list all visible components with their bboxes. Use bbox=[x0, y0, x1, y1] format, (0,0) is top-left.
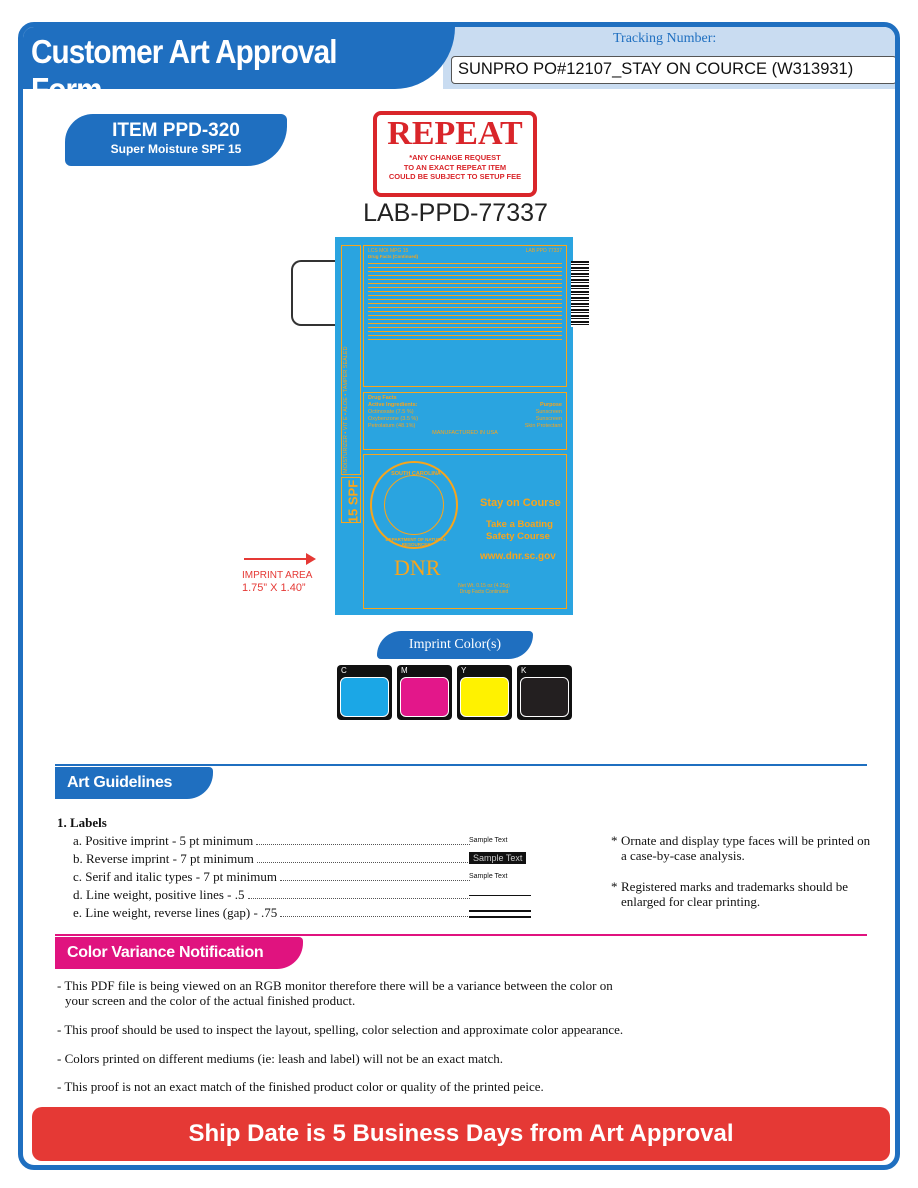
repeat-stamp: REPEAT *ANY CHANGE REQUEST TO AN EXACT R… bbox=[373, 111, 537, 197]
lab-code: LAB-PPD-77337 bbox=[363, 199, 548, 227]
imprint-colors-title: Imprint Color(s) bbox=[377, 631, 533, 659]
sample-line-positive bbox=[469, 895, 531, 896]
stay-on-course-text: Stay on Course bbox=[480, 497, 561, 509]
spf-badge: 15 SPF bbox=[341, 477, 361, 523]
form-title: Customer Art Approval Form bbox=[31, 33, 338, 108]
variance-item: your screen and the color of the actual … bbox=[65, 993, 356, 1008]
repeat-line-3: COULD BE SUBJECT TO SETUP FEE bbox=[388, 172, 522, 181]
active-ingredients-label: Active Ingredients: bbox=[368, 402, 418, 408]
approval-form: Customer Art Approval Form Tracking Numb… bbox=[18, 22, 900, 1170]
repeat-line-1: *ANY CHANGE REQUEST bbox=[409, 153, 501, 162]
imprint-area-label: IMPRINT AREA 1.75” X 1.40” bbox=[242, 569, 312, 595]
item-name: Super Moisture SPF 15 bbox=[110, 142, 242, 156]
guideline-row: e. Line weight, reverse lines (gap) - .7… bbox=[73, 903, 473, 921]
label-artwork: MOISTURIZER • VIT E • ALOE • TAMPER SEAL… bbox=[335, 237, 573, 615]
made-in-text: MANUFACTURED IN USA bbox=[432, 430, 498, 436]
swatch-letter: C bbox=[341, 666, 347, 675]
drug-facts-title: Drug Facts bbox=[368, 395, 397, 401]
swatch-fill bbox=[340, 677, 389, 717]
dnr-seal-logo: SOUTH CAROLINA DEPARTMENT OF NATURAL RES… bbox=[370, 461, 458, 549]
tracking-number-field: SUNPRO PO#12107_STAY ON COURCE (W313931) bbox=[451, 56, 895, 84]
barcode bbox=[571, 261, 589, 327]
guidelines-rule bbox=[55, 764, 867, 766]
variance-item: - This PDF file is being viewed on an RG… bbox=[57, 978, 613, 993]
seal-bottom-text: DEPARTMENT OF NATURAL RESOURCES bbox=[385, 537, 447, 547]
imprint-area-arrow-icon bbox=[244, 553, 316, 565]
swatch-letter: Y bbox=[461, 666, 467, 675]
side-strip bbox=[341, 245, 361, 475]
drug-facts-continued-title: Drug Facts (Continued) bbox=[368, 254, 418, 259]
purpose-label: Purpose bbox=[539, 402, 562, 408]
hang-tab-outline bbox=[291, 260, 341, 326]
swatch-fill bbox=[520, 677, 569, 717]
guideline-row: d. Line weight, positive lines - .5 bbox=[73, 885, 473, 903]
swatch-magenta: M bbox=[397, 665, 452, 720]
spf-text: 15 SPF bbox=[345, 479, 361, 524]
item-code: ITEM PPD-320 bbox=[112, 120, 240, 141]
imprint-area-title: IMPRINT AREA bbox=[242, 570, 313, 581]
labels-heading: 1. Labels bbox=[57, 815, 107, 830]
repeat-title: REPEAT bbox=[387, 115, 523, 152]
art-top-right: LAB PPD 77337 bbox=[525, 248, 562, 254]
seal-top-text: SOUTH CAROLINA bbox=[391, 471, 441, 477]
art-guidelines-title: Art Guidelines bbox=[55, 767, 213, 799]
guideline-row: c. Serif and italic types - 7 pt minimum bbox=[73, 867, 473, 885]
ingredient-purpose: Skin Protectant bbox=[524, 423, 562, 429]
swatch-fill bbox=[400, 677, 449, 717]
drug-facts-continued-panel: LCS MOI MPG 15 LAB PPD 77337 Drug Facts … bbox=[363, 245, 567, 387]
sample-serif: Sample Text bbox=[469, 873, 508, 880]
art-top-left: LCS MOI MPG 15 bbox=[368, 248, 409, 254]
ship-date-banner: Ship Date is 5 Business Days from Art Ap… bbox=[32, 1107, 890, 1161]
item-badge: ITEM PPD-320 Super Moisture SPF 15 bbox=[65, 114, 287, 166]
guideline-row: b. Reverse imprint - 7 pt minimum bbox=[73, 849, 473, 867]
tracking-label: Tracking Number: bbox=[613, 31, 717, 46]
dnr-text: DNR bbox=[394, 555, 441, 580]
variance-item: - This proof should be used to inspect t… bbox=[57, 1022, 624, 1037]
variance-item: - Colors printed on different mediums (i… bbox=[57, 1051, 503, 1066]
ingredient-name: Octinoxate (7.5 %) bbox=[368, 409, 414, 415]
imprint-area-dims: 1.75” X 1.40” bbox=[242, 582, 306, 594]
swatch-fill bbox=[460, 677, 509, 717]
side-strip-text: MOISTURIZER • VIT E • ALOE • TAMPER SEAL… bbox=[343, 346, 349, 474]
guideline-note: *Registered marks and trademarks should … bbox=[611, 879, 849, 909]
sample-line-reverse bbox=[469, 910, 531, 918]
header-title-bar: Customer Art Approval Form bbox=[23, 27, 455, 108]
repeat-line-2: TO AN EXACT REPEAT ITEM bbox=[403, 162, 507, 172]
imprint-panel: SOUTH CAROLINA DEPARTMENT OF NATURAL RES… bbox=[363, 454, 567, 609]
see-facts-text: Drug Facts Continued bbox=[459, 589, 509, 595]
drug-facts-panel: Drug Facts Active Ingredients: Purpose O… bbox=[363, 392, 567, 450]
ingredient-name: Oxybenzone (3.5 %) bbox=[368, 416, 419, 422]
swatch-cyan: C bbox=[337, 665, 392, 720]
net-weight: Net Wt. 0.15 oz (4.25g) Drug Facts Conti… bbox=[424, 583, 544, 595]
swatch-letter: K bbox=[521, 666, 527, 675]
net-weight-text: Net Wt. 0.15 oz (4.25g) bbox=[458, 583, 510, 589]
sample-positive: Sample Text bbox=[469, 837, 508, 844]
boating-line-2: Safety Course bbox=[486, 531, 550, 542]
guideline-row: a. Positive imprint - 5 pt minimum bbox=[73, 831, 473, 849]
dnr-url: www.dnr.sc.gov bbox=[480, 551, 556, 562]
swatch-letter: M bbox=[401, 666, 408, 675]
boating-line-1: Take a Boating bbox=[486, 519, 553, 530]
sample-reverse: Sample Text bbox=[469, 852, 527, 864]
variance-item: - This proof is not an exact match of th… bbox=[57, 1079, 544, 1094]
color-variance-title: Color Variance Notification bbox=[55, 937, 303, 969]
ingredient-purpose: Sunscreen bbox=[535, 409, 562, 415]
swatch-black: K bbox=[517, 665, 572, 720]
guideline-note: *Ornate and display type faces will be p… bbox=[611, 833, 871, 863]
ingredient-name: Petrolatum (48.1%) bbox=[368, 423, 416, 429]
variance-rule bbox=[55, 934, 867, 936]
ingredient-purpose: Sunscreen bbox=[535, 416, 562, 422]
boating-text: Take a Boating Safety Course bbox=[486, 519, 553, 543]
swatch-yellow: Y bbox=[457, 665, 512, 720]
